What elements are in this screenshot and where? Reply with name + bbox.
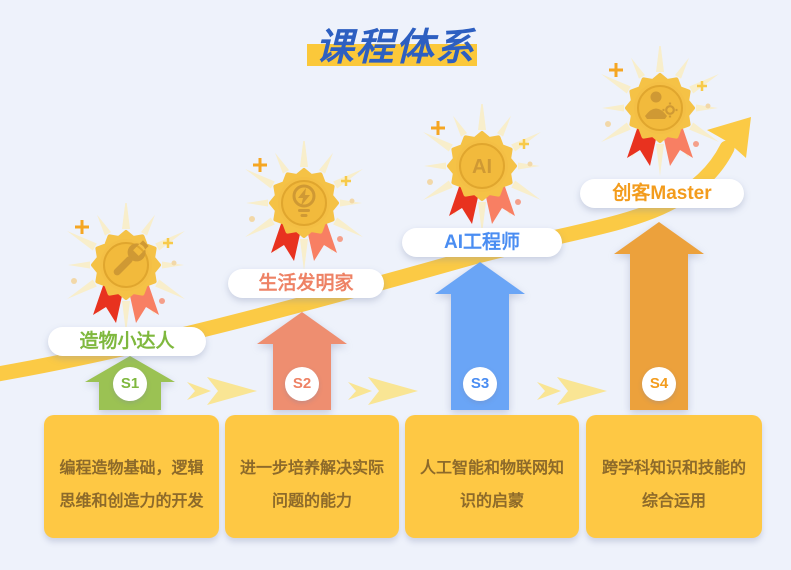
medal-ring bbox=[637, 85, 683, 131]
medal-s2 bbox=[245, 141, 363, 271]
medal-ring bbox=[281, 180, 327, 226]
sparkles-icon bbox=[605, 63, 711, 147]
stage-badge-s2: S2 bbox=[285, 367, 319, 401]
medal-s1 bbox=[67, 203, 185, 333]
maker-person-icon bbox=[645, 91, 678, 119]
double-chevron-icon bbox=[187, 377, 257, 405]
wrench-icon bbox=[113, 240, 149, 276]
stage-desc-card-s2: 进一步培养解决实际 问题的能力 bbox=[225, 415, 399, 538]
desc-line: 综合运用 bbox=[641, 493, 706, 510]
medal-s4 bbox=[601, 46, 719, 176]
stage-badge-s3: S3 bbox=[463, 367, 497, 401]
starburst-icon bbox=[245, 141, 363, 271]
stage-badge-s4: S4 bbox=[642, 367, 676, 401]
stage-arrow-s2 bbox=[257, 312, 347, 410]
ai-letters-icon: AI bbox=[472, 156, 492, 178]
stage-desc-card-s4: 跨学科知识和技能的 综合运用 bbox=[586, 415, 762, 538]
double-chevron-icon bbox=[537, 377, 607, 405]
stage-label-s1: 造物小达人 bbox=[48, 327, 206, 356]
desc-line: 问题的能力 bbox=[271, 493, 352, 510]
stage-arrow-s4 bbox=[614, 222, 704, 410]
sparkles-icon bbox=[71, 220, 177, 304]
desc-line: 跨学科知识和技能的 bbox=[601, 460, 746, 477]
stage-label-s4: 创客Master bbox=[580, 179, 744, 208]
medal-s3: AI bbox=[423, 104, 541, 234]
stage-badge-s1: S1 bbox=[113, 367, 147, 401]
sparkles-icon bbox=[249, 158, 355, 242]
growth-curve-arrowhead-icon bbox=[707, 117, 751, 158]
desc-line: 人工智能和物联网知 bbox=[419, 460, 564, 477]
stage-arrow-s3 bbox=[435, 262, 525, 410]
stage-desc-card-s3: 人工智能和物联网知 识的启蒙 bbox=[405, 415, 579, 538]
desc-line: 思维和创造力的开发 bbox=[59, 493, 204, 510]
page-title: 课程体系 bbox=[315, 27, 476, 69]
desc-line: 识的启蒙 bbox=[459, 493, 524, 510]
sparkles-icon bbox=[427, 121, 533, 205]
lightbulb-icon bbox=[292, 184, 316, 217]
double-chevron-icon bbox=[348, 377, 418, 405]
title-highlight-bar bbox=[307, 44, 477, 66]
medal-ring bbox=[459, 143, 505, 189]
stage-label-s3: AI工程师 bbox=[402, 228, 562, 257]
desc-line: 进一步培养解决实际 bbox=[239, 460, 384, 477]
desc-line: 编程造物基础，逻辑 bbox=[59, 460, 204, 477]
stage-label-s2: 生活发明家 bbox=[228, 269, 384, 298]
stage-desc-card-s1: 编程造物基础，逻辑 思维和创造力的开发 bbox=[44, 415, 219, 538]
